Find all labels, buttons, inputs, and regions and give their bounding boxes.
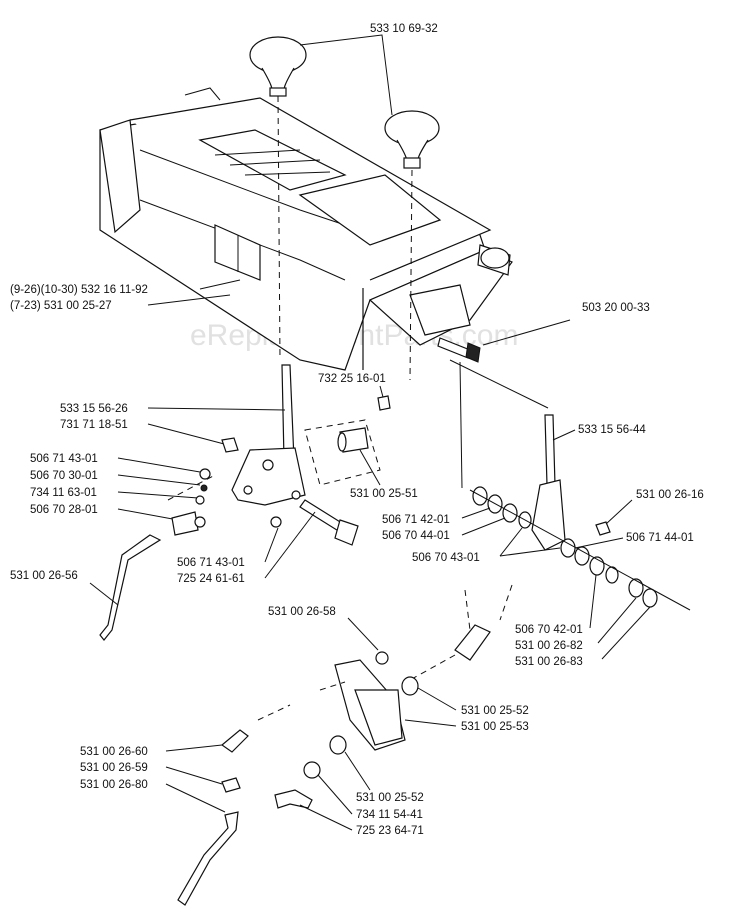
label-bb-a: 531 00 25-52: [356, 792, 424, 804]
label-knob: 533 10 69-32: [370, 23, 438, 35]
label-l3: 734 11 63-01: [30, 487, 97, 499]
label-rod-left: 531 00 26-56: [10, 570, 78, 582]
label-bb-b: 734 11 54-41: [356, 809, 423, 821]
right-rod: [531, 414, 566, 551]
label-bl-a: 531 00 26-60: [80, 746, 148, 758]
label-w-right: 506 71 44-01: [626, 532, 694, 544]
label-br-a: 531 00 25-52: [461, 705, 529, 717]
label-nut-right: 531 00 26-16: [636, 489, 704, 501]
label-rod-right: 533 15 56-44: [578, 424, 646, 436]
label-bb-c: 725 23 64-71: [356, 825, 424, 837]
label-w-c: 506 70 43-01: [412, 552, 480, 564]
label-br-b: 531 00 25-53: [461, 721, 529, 733]
label-r-c: 531 00 26-83: [515, 656, 583, 668]
label-low-b: 725 24 61-61: [177, 573, 245, 585]
left-rod: [99, 534, 162, 641]
shift-lever: [231, 364, 306, 506]
label-lever-b: 731 71 18-51: [60, 419, 128, 431]
label-clip-upper: 732 25 16-01: [318, 373, 386, 385]
shift-knob-left: [249, 36, 307, 97]
label-bl-b: 531 00 26-59: [80, 762, 148, 774]
label-bolt-top: 503 20 00-33: [582, 302, 650, 314]
label-l2: 506 70 30-01: [30, 470, 98, 482]
label-l4: 506 70 28-01: [30, 504, 98, 516]
shift-knob-right: [384, 110, 440, 169]
lower-left-rod: [177, 811, 239, 906]
label-nut-low: 531 00 26-58: [268, 606, 336, 618]
washers-row: [469, 486, 691, 611]
bolt-top: [437, 337, 481, 363]
lower-bracket: [319, 659, 406, 751]
console-housing: [99, 87, 513, 371]
label-r-b: 531 00 26-82: [515, 640, 583, 652]
label-w-a: 506 71 42-01: [382, 514, 450, 526]
label-w-b: 506 70 44-01: [382, 530, 450, 542]
label-l1: 506 71 43-01: [30, 453, 98, 465]
label-bl-c: 531 00 26-80: [80, 779, 148, 791]
leader-knob: [299, 34, 393, 116]
label-panel-a: (9-26)(10-30) 532 16 11-92: [10, 284, 148, 296]
label-low-a: 506 71 43-01: [177, 557, 245, 569]
label-pin-mid: 531 00 25-51: [350, 488, 418, 500]
label-r-a: 506 70 42-01: [515, 624, 583, 636]
label-panel-b: (7-23) 531 00 25-27: [10, 300, 112, 312]
label-lever-a: 533 15 56-26: [60, 403, 128, 415]
